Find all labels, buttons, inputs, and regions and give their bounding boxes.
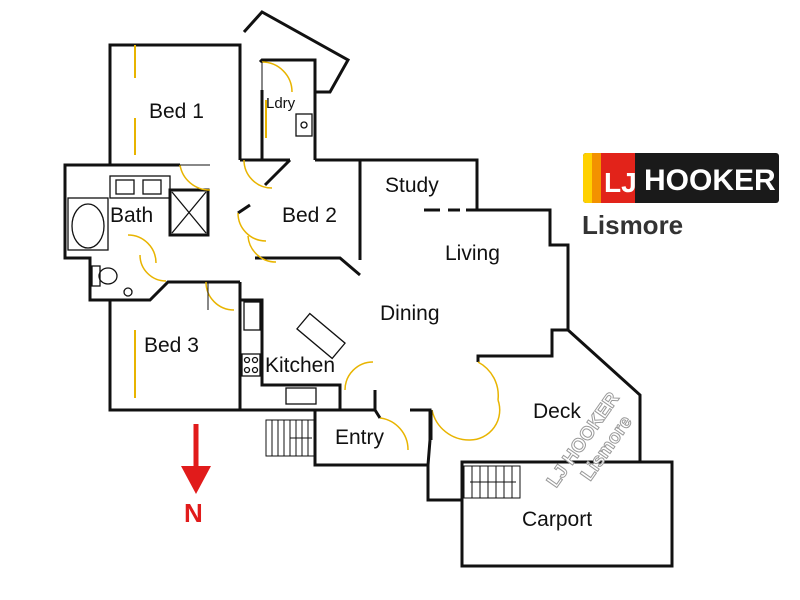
door-laundry	[261, 61, 293, 93]
label-laundry: Ldry	[266, 95, 296, 112]
vanity	[109, 175, 171, 199]
wall-bath-inner	[168, 188, 210, 237]
door-deck-b	[477, 361, 499, 401]
stove	[241, 353, 261, 377]
shower	[171, 191, 207, 234]
wall-laundry	[238, 45, 317, 160]
toilet-bowl	[98, 267, 118, 285]
door-kitchen	[344, 361, 374, 391]
label-living: Living	[445, 242, 500, 265]
door-wc	[139, 254, 167, 282]
agency-logo: LJ HOOKER Lismore	[582, 153, 779, 240]
door-bed3	[205, 281, 235, 311]
north-arrow-head-icon	[181, 466, 211, 494]
door-deck-a	[431, 409, 471, 441]
kitchen-sink	[285, 387, 317, 405]
door-corridor-top	[243, 159, 273, 189]
toilet-cistern	[91, 265, 101, 287]
north-arrow: N	[181, 424, 211, 528]
laundry-tub	[295, 113, 313, 137]
label-bed1: Bed 1	[149, 100, 204, 123]
label-entry: Entry	[335, 426, 385, 449]
sink-2	[142, 179, 162, 195]
logo-mark: LJ	[604, 167, 637, 198]
label-deck: Deck	[533, 400, 581, 423]
wall-deck	[566, 328, 642, 462]
label-bath: Bath	[110, 204, 153, 227]
bathtub	[67, 197, 109, 251]
wall-bath	[63, 163, 240, 302]
door-leaves	[180, 62, 433, 440]
stairs-entry	[265, 419, 315, 457]
pantry	[243, 301, 261, 331]
door-deck-c	[469, 399, 501, 441]
wall-entry	[313, 408, 462, 502]
label-study: Study	[385, 174, 439, 197]
kitchen-island	[296, 312, 346, 360]
label-dining: Dining	[380, 302, 440, 325]
fixtures	[67, 113, 346, 405]
logo-brand: HOOKER	[644, 164, 776, 197]
wall-bed2	[237, 158, 362, 277]
label-bed3: Bed 3	[144, 334, 199, 357]
label-bed2: Bed 2	[282, 204, 337, 227]
doors	[127, 61, 501, 451]
door-bed1	[179, 164, 211, 191]
door-entry	[379, 417, 409, 451]
wall-carport	[460, 460, 674, 568]
basin-wc	[123, 287, 133, 297]
door-bed2-b	[247, 235, 277, 263]
wall-living-outer	[360, 158, 570, 362]
door-bed2-a	[237, 212, 267, 242]
sink-1	[115, 179, 135, 195]
north-label: N	[184, 498, 203, 528]
walls	[63, 10, 674, 568]
stairs-carport	[463, 465, 521, 499]
label-carport: Carport	[522, 508, 592, 531]
label-kitchen: Kitchen	[265, 354, 335, 377]
windows	[134, 45, 267, 398]
wall-laundry-bay	[242, 10, 351, 94]
logo-mark-red	[601, 153, 635, 203]
door-bath	[127, 234, 157, 264]
logo-office: Lismore	[582, 210, 683, 240]
bathtub-bowl	[71, 203, 105, 249]
